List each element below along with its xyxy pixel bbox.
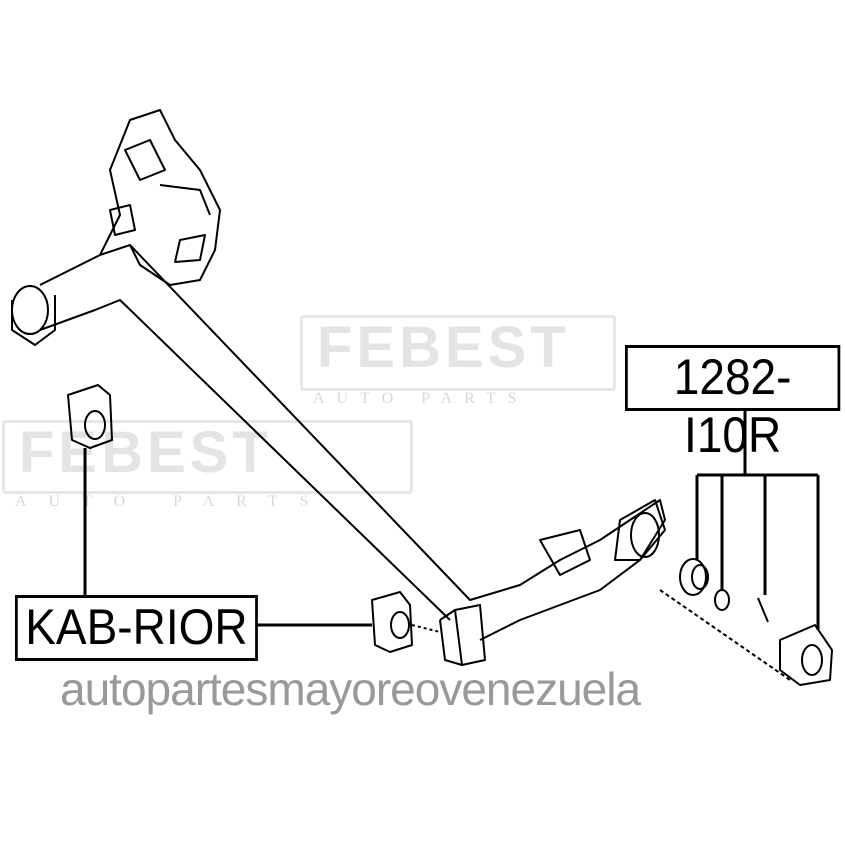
bushing-lower	[371, 591, 441, 653]
leader-lines	[83, 410, 820, 630]
part-label-kab-rior: KAB-RIOR	[15, 595, 258, 661]
rear-beam-axle	[11, 109, 666, 666]
hub-parts	[659, 558, 833, 686]
site-watermark: autopartesmayoreovenezuela	[60, 663, 641, 715]
bushing-left	[67, 384, 113, 449]
febest-watermark: FEBEST AUTO PARTS	[300, 315, 616, 407]
febest-watermark: FEBEST AUTO PARTS	[2, 420, 413, 510]
part-label-1282-i10r: 1282-I10R	[625, 345, 841, 463]
